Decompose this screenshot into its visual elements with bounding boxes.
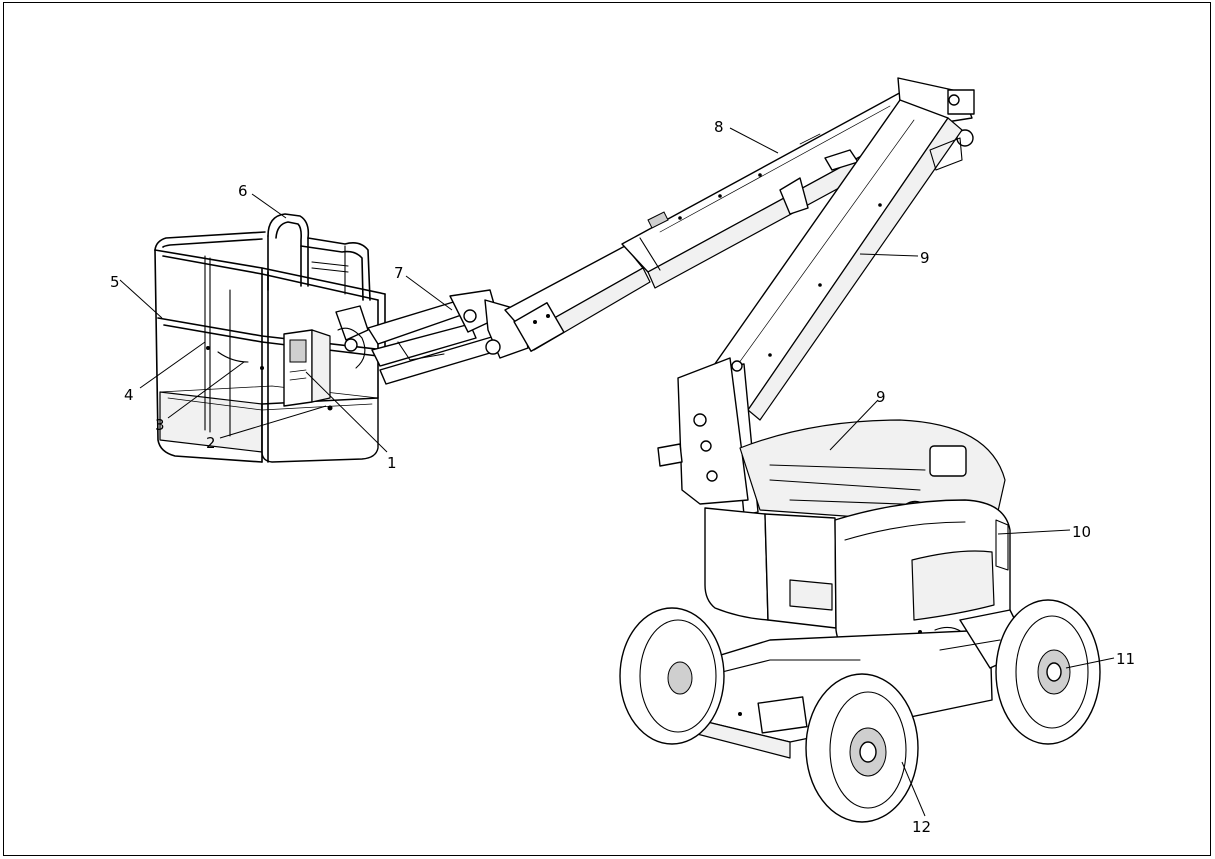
jib-arm xyxy=(367,289,529,385)
callout-11: 11 xyxy=(1116,650,1135,668)
turret-and-counterweight xyxy=(704,419,1011,663)
wheel-front-right xyxy=(995,599,1101,745)
callout-9-upper: 9 xyxy=(920,249,930,267)
wheel-rear-left xyxy=(619,607,725,745)
platform-basket xyxy=(154,213,386,463)
callout-2: 2 xyxy=(206,434,216,452)
callout-6: 6 xyxy=(238,182,248,200)
callout-9-lower: 9 xyxy=(876,388,886,406)
callout-1: 1 xyxy=(387,454,397,472)
callout-labels: 1 2 3 4 5 6 7 8 9 9 10 11 12 xyxy=(110,118,1135,836)
callout-4: 4 xyxy=(124,386,134,404)
lower-boom-mast xyxy=(657,99,963,516)
callout-12: 12 xyxy=(912,818,931,836)
callout-leaders xyxy=(119,127,1115,817)
callout-5: 5 xyxy=(110,273,120,291)
callout-7: 7 xyxy=(394,264,404,282)
callout-3: 3 xyxy=(155,416,165,434)
callout-8: 8 xyxy=(714,118,724,136)
callout-10: 10 xyxy=(1072,523,1091,541)
upper-telescopic-boom xyxy=(504,77,975,352)
wheel-front-left xyxy=(805,673,919,823)
